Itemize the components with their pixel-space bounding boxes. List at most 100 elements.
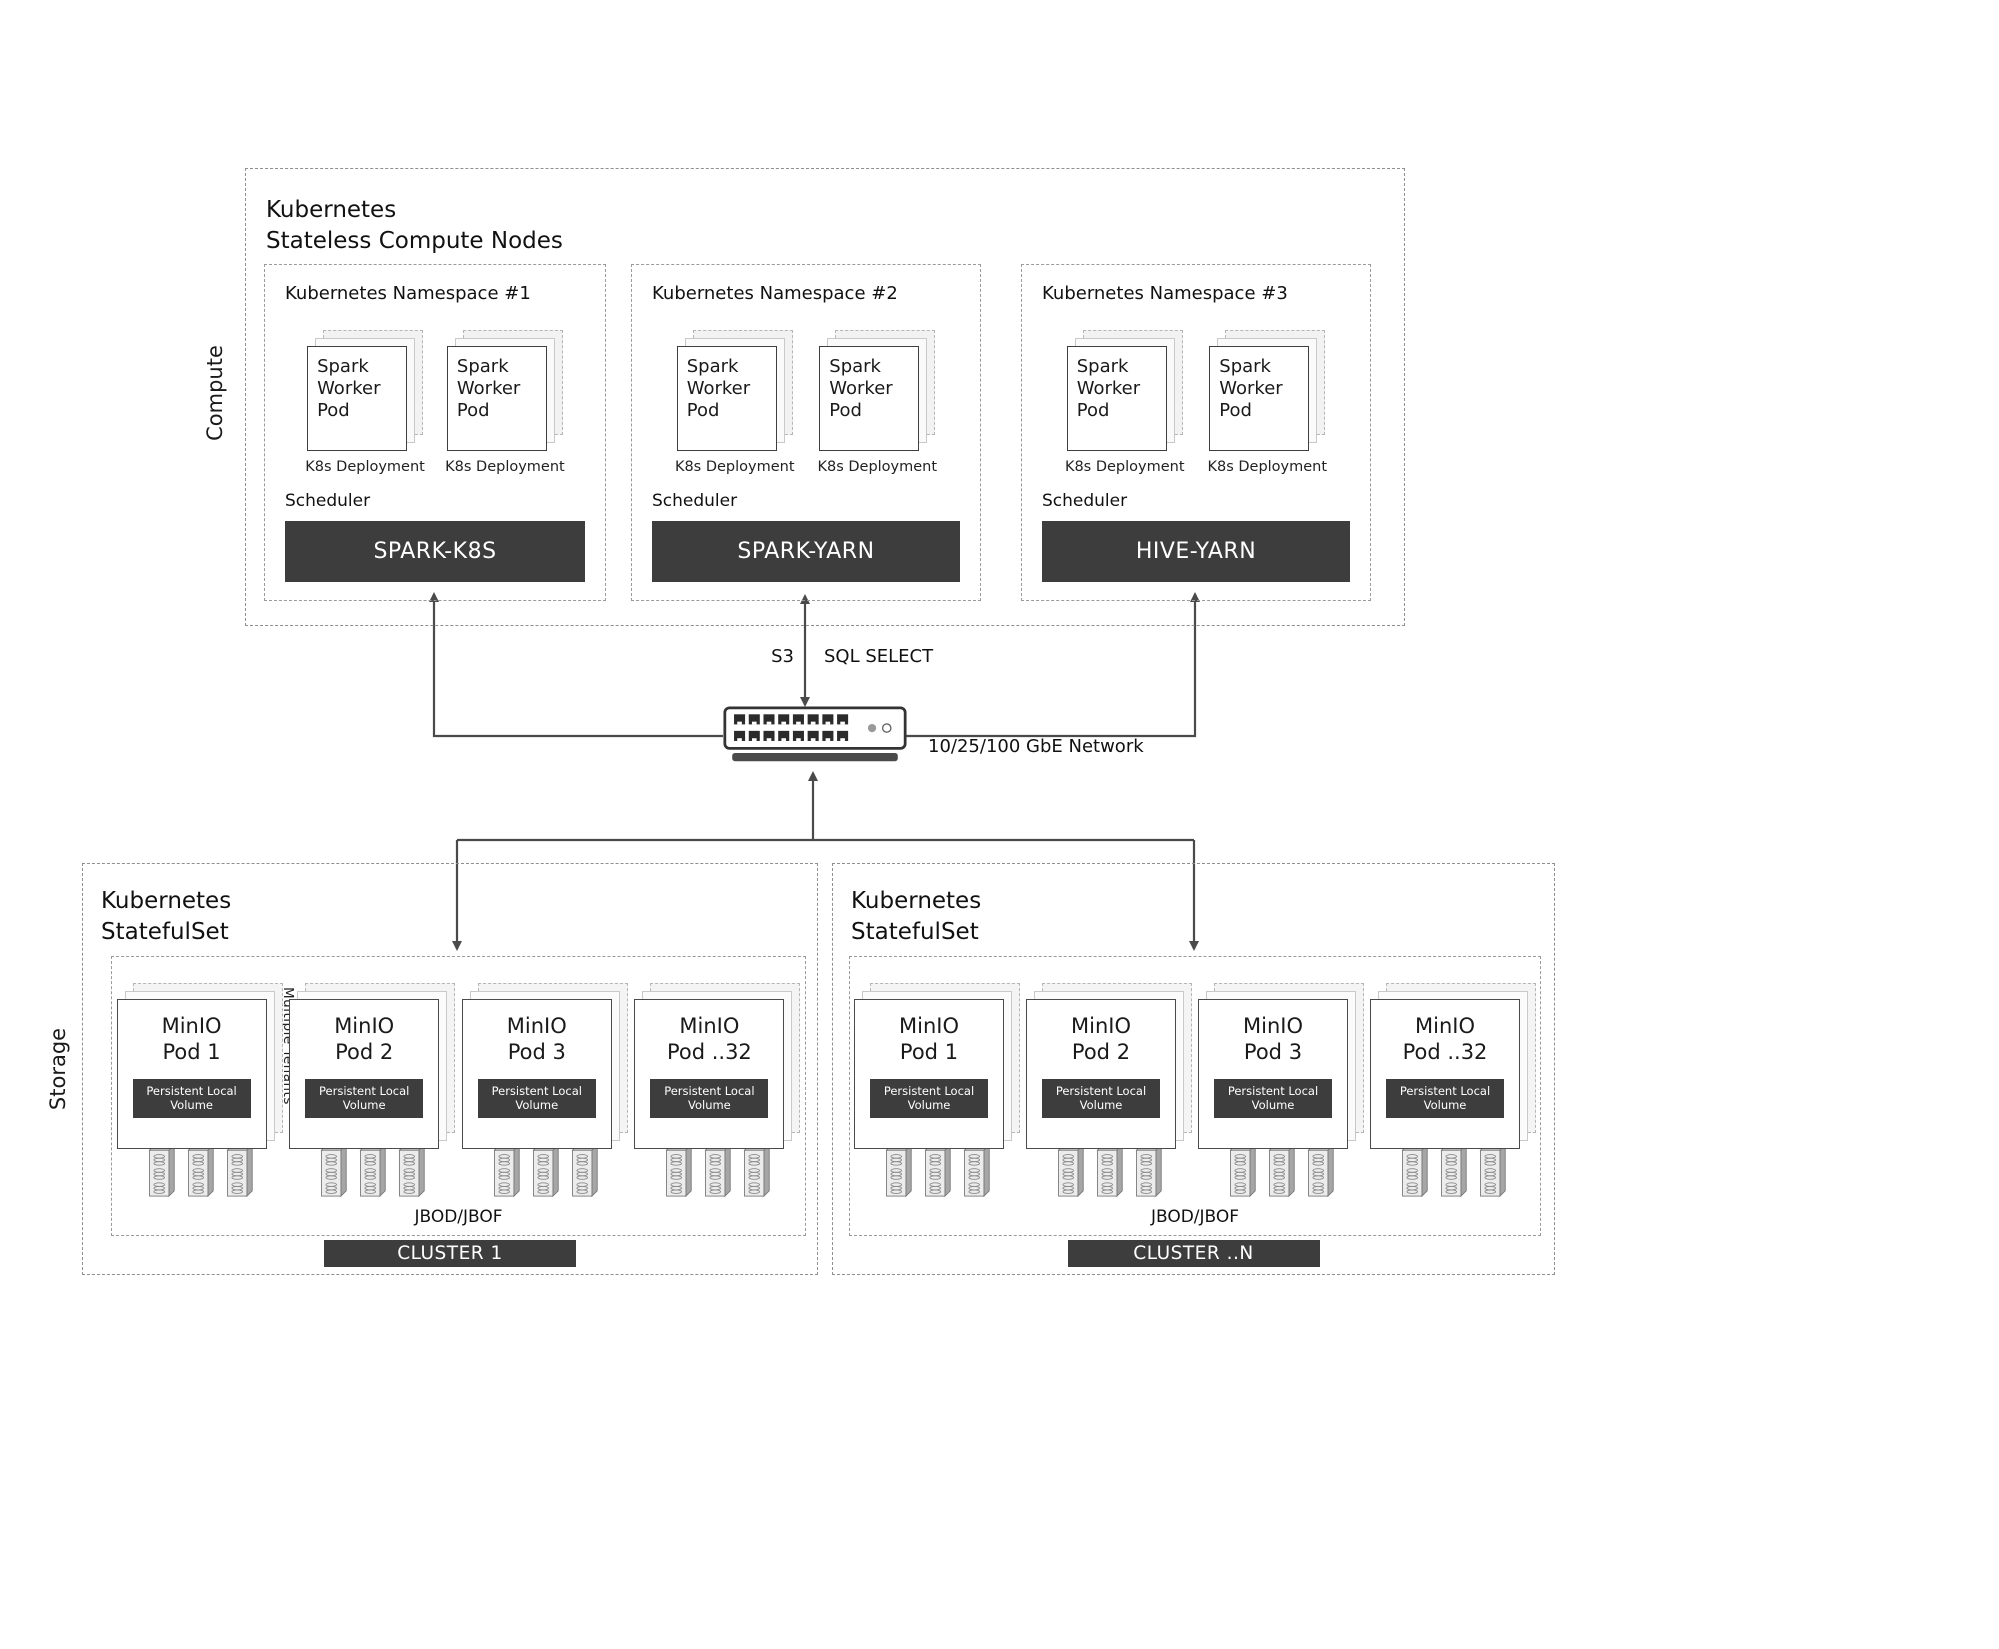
disk-icon bbox=[321, 1144, 347, 1197]
minio-pod-stack: MinIO Pod 2 Persistent Local Volume bbox=[289, 983, 456, 1149]
minio-pod-column: MinIO Pod 3 Persistent Local Volume bbox=[460, 983, 630, 1197]
disk-icon bbox=[399, 1144, 425, 1197]
namespace-box-3: Kubernetes Namespace #3 Spark Worker Pod… bbox=[1021, 264, 1371, 601]
minio-pod-stack: MinIO Pod 1 Persistent Local Volume bbox=[854, 983, 1020, 1149]
minio-pod-column: MinIO Pod ..32 Persistent Local Volume bbox=[1368, 983, 1538, 1197]
spark-worker-pod-stack: Spark Worker Pod bbox=[1066, 330, 1183, 451]
disk-icon bbox=[148, 1144, 175, 1197]
minio-pod-card: MinIO Pod 2 Persistent Local Volume bbox=[1026, 999, 1176, 1149]
s3-label: S3 bbox=[771, 646, 794, 667]
disk-row bbox=[862, 1144, 1012, 1197]
minio-pods-row: MinIO Pod 1 Persistent Local Volume bbox=[112, 957, 805, 1197]
minio-pod-column: MinIO Pod ..32 Persistent Local Volume bbox=[632, 983, 802, 1197]
spark-worker-pod-card: Spark Worker Pod bbox=[1209, 346, 1310, 451]
network-speed-label: 10/25/100 GbE Network bbox=[928, 736, 1144, 757]
disk-icon bbox=[532, 1144, 559, 1197]
minio-pod-title: MinIO Pod ..32 bbox=[1402, 1014, 1488, 1065]
disk-icon bbox=[187, 1144, 214, 1197]
minio-pod-column: MinIO Pod 1 Persistent Local Volume bbox=[115, 983, 285, 1197]
minio-pod-card: MinIO Pod 1 Persistent Local Volume bbox=[854, 999, 1004, 1149]
disk-row bbox=[1206, 1144, 1356, 1197]
disk-icon bbox=[1480, 1144, 1506, 1197]
disk-icon bbox=[1308, 1144, 1334, 1197]
disk-icon bbox=[666, 1144, 693, 1197]
spark-pod-column: Spark Worker Pod K8s Deployment bbox=[817, 330, 937, 475]
disk-icon bbox=[1269, 1144, 1295, 1197]
k8s-deployment-label: K8s Deployment bbox=[445, 459, 565, 475]
persistent-local-volume: Persistent Local Volume bbox=[1214, 1078, 1332, 1119]
network-switch-icon bbox=[723, 706, 907, 762]
minio-pod-title: MinIO Pod 2 bbox=[1071, 1014, 1131, 1065]
k8s-deployment-label: K8s Deployment bbox=[1207, 459, 1328, 475]
k8s-deployment-label: K8s Deployment bbox=[817, 459, 938, 475]
minio-pod-card: MinIO Pod ..32 Persistent Local Volume bbox=[1370, 999, 1520, 1149]
spark-pod-column: Spark Worker Pod K8s Deployment bbox=[445, 330, 565, 475]
disk-icon bbox=[1230, 1144, 1256, 1197]
spark-pod-column: Spark Worker Pod K8s Deployment bbox=[1065, 330, 1185, 475]
disk-icon bbox=[226, 1144, 253, 1197]
spark-worker-pod-stack: Spark Worker Pod bbox=[819, 330, 936, 451]
disk-icon bbox=[705, 1144, 732, 1197]
minio-pod-title: MinIO Pod 1 bbox=[161, 1014, 222, 1065]
sql-select-label: SQL SELECT bbox=[824, 646, 934, 667]
disk-icon bbox=[493, 1144, 520, 1197]
spark-worker-pod-stack: Spark Worker Pod bbox=[1209, 330, 1326, 451]
compute-title: Kubernetes Stateless Compute Nodes bbox=[266, 197, 563, 255]
statefulset-inner-box: MinIO Pod 1 Persistent Local Volume bbox=[849, 956, 1541, 1236]
statefulset-title: Kubernetes StatefulSet bbox=[851, 888, 982, 946]
disk-row bbox=[125, 1144, 275, 1197]
disk-icon bbox=[1402, 1144, 1428, 1197]
namespace-box-2: Kubernetes Namespace #2 Spark Worker Pod… bbox=[631, 264, 981, 601]
scheduler-label: Scheduler bbox=[1042, 491, 1128, 511]
k8s-deployment-label: K8s Deployment bbox=[305, 459, 425, 475]
namespace-box-1: Kubernetes Namespace #1 Spark Worker Pod… bbox=[264, 264, 606, 601]
namespace-title: Kubernetes Namespace #2 bbox=[652, 283, 898, 304]
persistent-local-volume: Persistent Local Volume bbox=[1042, 1078, 1160, 1119]
namespace-title: Kubernetes Namespace #1 bbox=[285, 283, 531, 304]
minio-pod-column: MinIO Pod 1 Persistent Local Volume bbox=[852, 983, 1022, 1197]
jbod-label: JBOD/JBOF bbox=[1150, 1207, 1240, 1227]
disk-icon bbox=[571, 1144, 598, 1197]
minio-pods-row: MinIO Pod 1 Persistent Local Volume bbox=[850, 957, 1540, 1197]
disk-icon bbox=[1058, 1144, 1084, 1197]
persistent-local-volume: Persistent Local Volume bbox=[1386, 1078, 1504, 1119]
cluster-1-bar: CLUSTER 1 bbox=[324, 1240, 576, 1267]
minio-pod-title: MinIO Pod 2 bbox=[334, 1014, 395, 1065]
minio-pod-stack: MinIO Pod ..32 Persistent Local Volume bbox=[634, 983, 801, 1149]
storage-section-label: Storage bbox=[46, 1027, 70, 1111]
disk-row bbox=[1378, 1144, 1528, 1197]
pods-row: Spark Worker Pod K8s Deployment Spark Wo… bbox=[285, 330, 585, 475]
disk-icon bbox=[886, 1144, 912, 1197]
statefulset-title: Kubernetes StatefulSet bbox=[101, 888, 232, 946]
spark-pod-column: Spark Worker Pod K8s Deployment bbox=[305, 330, 425, 475]
k8s-deployment-label: K8s Deployment bbox=[1064, 459, 1185, 475]
scheduler-bar-hive-yarn: HIVE-YARN bbox=[1042, 521, 1350, 582]
disk-row bbox=[642, 1144, 792, 1197]
spark-worker-pod-card: Spark Worker Pod bbox=[307, 346, 408, 451]
persistent-local-volume: Persistent Local Volume bbox=[870, 1078, 988, 1119]
compute-section-label: Compute bbox=[203, 345, 227, 441]
disk-icon bbox=[360, 1144, 386, 1197]
disk-icon bbox=[1097, 1144, 1123, 1197]
spark-pod-column: Spark Worker Pod K8s Deployment bbox=[675, 330, 795, 475]
spark-pod-column: Spark Worker Pod K8s Deployment bbox=[1207, 330, 1327, 475]
spark-worker-pod-card: Spark Worker Pod bbox=[446, 346, 547, 451]
spark-worker-pod-card: Spark Worker Pod bbox=[1066, 346, 1167, 451]
disk-icon bbox=[1441, 1144, 1467, 1197]
compute-box: Kubernetes Stateless Compute Nodes Kuber… bbox=[245, 168, 1405, 626]
spark-worker-pod-stack: Spark Worker Pod bbox=[446, 330, 563, 451]
k8s-deployment-label: K8s Deployment bbox=[674, 459, 795, 475]
persistent-local-volume: Persistent Local Volume bbox=[650, 1078, 769, 1119]
minio-pod-card: MinIO Pod 3 Persistent Local Volume bbox=[1198, 999, 1348, 1149]
minio-pod-column: MinIO Pod 2 Persistent Local Volume bbox=[1024, 983, 1194, 1197]
jbod-label: JBOD/JBOF bbox=[414, 1207, 503, 1227]
minio-pod-stack: MinIO Pod 1 Persistent Local Volume bbox=[116, 983, 283, 1149]
minio-pod-stack: MinIO Pod 3 Persistent Local Volume bbox=[461, 983, 628, 1149]
scheduler-bar-spark-k8s: SPARK-K8S bbox=[285, 521, 585, 582]
minio-pod-title: MinIO Pod 3 bbox=[506, 1014, 567, 1065]
cluster-n-bar: CLUSTER ..N bbox=[1067, 1240, 1320, 1267]
minio-pod-title: MinIO Pod 1 bbox=[899, 1014, 959, 1065]
network-switch bbox=[723, 706, 907, 768]
minio-pod-stack: MinIO Pod 2 Persistent Local Volume bbox=[1026, 983, 1192, 1149]
disk-row bbox=[297, 1144, 447, 1197]
